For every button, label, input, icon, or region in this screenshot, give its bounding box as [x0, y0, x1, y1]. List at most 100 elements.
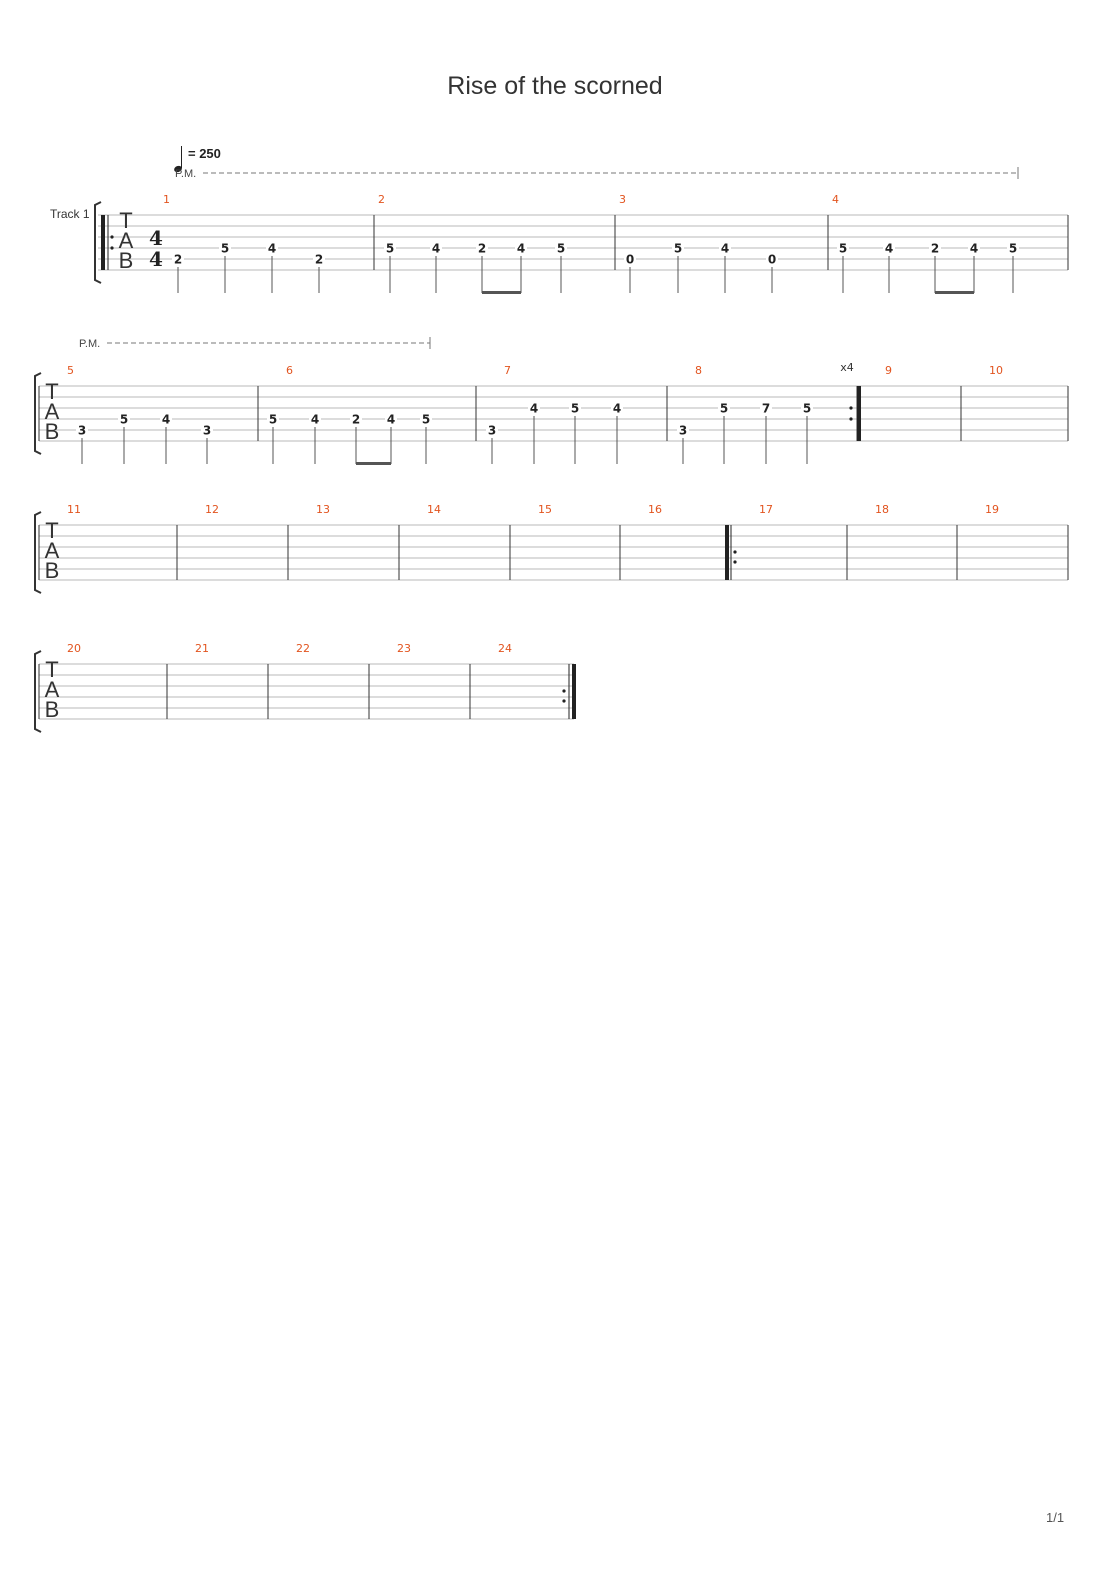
measure-number: 14	[427, 503, 441, 516]
repeat-count-label: x4	[840, 361, 854, 374]
fret-number: 2	[352, 413, 360, 427]
measure-number: 10	[989, 364, 1003, 377]
fret-number: 4	[613, 402, 621, 416]
fret-number: 5	[720, 402, 728, 416]
fret-number: 5	[1009, 242, 1017, 256]
measure-number: 12	[205, 503, 219, 516]
fret-number: 5	[557, 242, 565, 256]
measure-number: 5	[67, 364, 74, 377]
fret-number: 3	[488, 424, 496, 438]
fret-number-background	[118, 413, 130, 425]
fret-number: 5	[221, 242, 229, 256]
fret-number: 4	[970, 242, 978, 256]
fret-number-background	[760, 402, 772, 414]
repeat-dot	[110, 246, 114, 250]
fret-number-background	[1007, 242, 1019, 254]
tab-clef-letter: B	[45, 697, 60, 722]
fret-number: 3	[679, 424, 687, 438]
tab-clef-letter: T	[45, 657, 58, 682]
fret-number: 5	[839, 242, 847, 256]
measure-number: 11	[67, 503, 81, 516]
fret-number-background	[350, 413, 362, 425]
fret-number: 4	[387, 413, 395, 427]
fret-number: 3	[203, 424, 211, 438]
fret-number: 5	[386, 242, 394, 256]
measure-number: 23	[397, 642, 411, 655]
repeat-dot	[733, 560, 737, 564]
fret-number-background	[883, 242, 895, 254]
palm-mute-label: P.M.	[175, 168, 196, 180]
eighth-note-beam	[356, 462, 391, 465]
repeat-dot	[849, 406, 853, 410]
repeat-dot	[562, 699, 566, 703]
fret-number: 2	[315, 253, 323, 267]
fret-number: 4	[885, 242, 893, 256]
fret-number: 5	[120, 413, 128, 427]
system-bracket	[34, 650, 42, 733]
fret-number-background	[672, 242, 684, 254]
fret-number: 3	[78, 424, 86, 438]
measure-number: 15	[538, 503, 552, 516]
fret-number-background	[201, 424, 213, 436]
fret-number: 4	[721, 242, 729, 256]
fret-number: 4	[432, 242, 440, 256]
repeat-start-thick-bar	[101, 215, 105, 270]
fret-number: 5	[571, 402, 579, 416]
fret-number-background	[719, 242, 731, 254]
fret-number-background	[569, 402, 581, 414]
tab-clef-letter: A	[45, 538, 60, 563]
repeat-dot	[849, 417, 853, 421]
fret-number-background	[677, 424, 689, 436]
measure-number: 13	[316, 503, 330, 516]
repeat-dot	[562, 689, 566, 693]
fret-number-background	[430, 242, 442, 254]
tab-clef-letter: T	[45, 379, 58, 404]
fret-number: 4	[517, 242, 525, 256]
measure-number: 1	[163, 193, 170, 206]
fret-number-background	[476, 242, 488, 254]
fret-number-background	[837, 242, 849, 254]
fret-number-background	[611, 402, 623, 414]
fret-number-background	[219, 242, 231, 254]
fret-number: 4	[268, 242, 276, 256]
fret-number-background	[555, 242, 567, 254]
palm-mute-label: P.M.	[79, 338, 100, 350]
time-signature-denominator: 4	[149, 247, 163, 271]
repeat-dot	[733, 550, 737, 554]
fret-number-background	[515, 242, 527, 254]
repeat-dot	[110, 235, 114, 239]
fret-number: 4	[311, 413, 319, 427]
fret-number-background	[718, 402, 730, 414]
measure-number: 6	[286, 364, 293, 377]
measure-number: 8	[695, 364, 702, 377]
fret-number-background	[486, 424, 498, 436]
fret-number: 2	[478, 242, 486, 256]
tab-clef-letter: B	[45, 419, 60, 444]
fret-number: 0	[626, 253, 634, 267]
fret-number-background	[172, 253, 184, 265]
fret-number-background	[384, 242, 396, 254]
repeat-end-thick-bar	[572, 664, 576, 719]
fret-number-background	[309, 413, 321, 425]
measure-number: 24	[498, 642, 512, 655]
measure-number: 18	[875, 503, 889, 516]
fret-number-background	[766, 253, 778, 265]
measure-number: 16	[648, 503, 662, 516]
fret-number: 5	[422, 413, 430, 427]
time-signature-numerator: 4	[149, 226, 163, 250]
measure-number: 19	[985, 503, 999, 516]
fret-number-background	[160, 413, 172, 425]
tab-clef-letter: T	[45, 518, 58, 543]
tab-clef-letter: A	[45, 399, 60, 424]
fret-number: 5	[803, 402, 811, 416]
measure-number: 7	[504, 364, 511, 377]
measure-number: 9	[885, 364, 892, 377]
repeat-start-thick-bar	[725, 525, 729, 580]
measure-number: 21	[195, 642, 209, 655]
fret-number-background	[266, 242, 278, 254]
eighth-note-beam	[935, 291, 974, 294]
tab-clef-letter: T	[119, 208, 132, 233]
quarter-note-icon	[174, 165, 182, 173]
fret-number: 4	[530, 402, 538, 416]
